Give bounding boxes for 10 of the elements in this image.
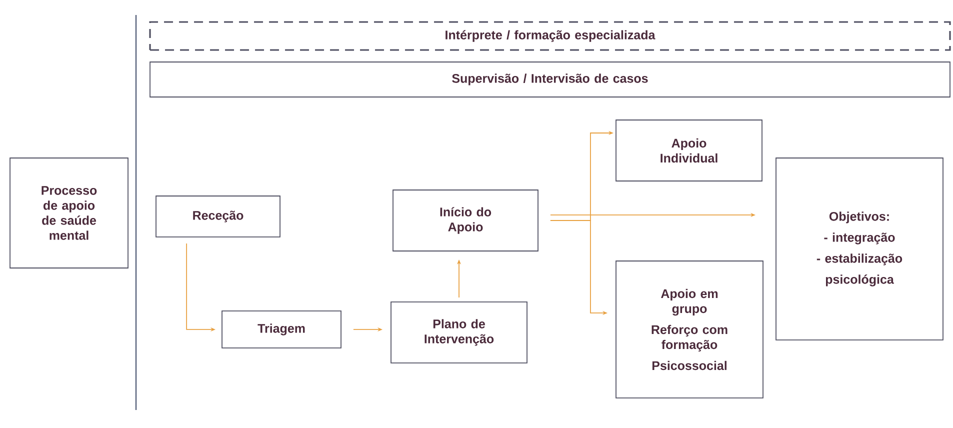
- process-box: Triagem: [222, 310, 342, 348]
- process-box: Plano de Intervenção: [390, 302, 528, 364]
- title-box: Processo de apoio de saúde mental: [10, 158, 128, 268]
- process-box: Início do Apoio: [392, 190, 538, 252]
- banner-box: Supervisão / Intervisão de casos: [150, 62, 950, 98]
- dashed-banner-box: Intérprete / formação especializada: [149, 21, 951, 51]
- process-box: Receção: [156, 196, 280, 238]
- process-box: Apoio Individual: [616, 120, 762, 182]
- process-box: Apoio em grupo Reforço com formação Psicossocial: [616, 260, 764, 398]
- process-box: Objetivos: - integração - estabilização psicológica: [776, 158, 944, 340]
